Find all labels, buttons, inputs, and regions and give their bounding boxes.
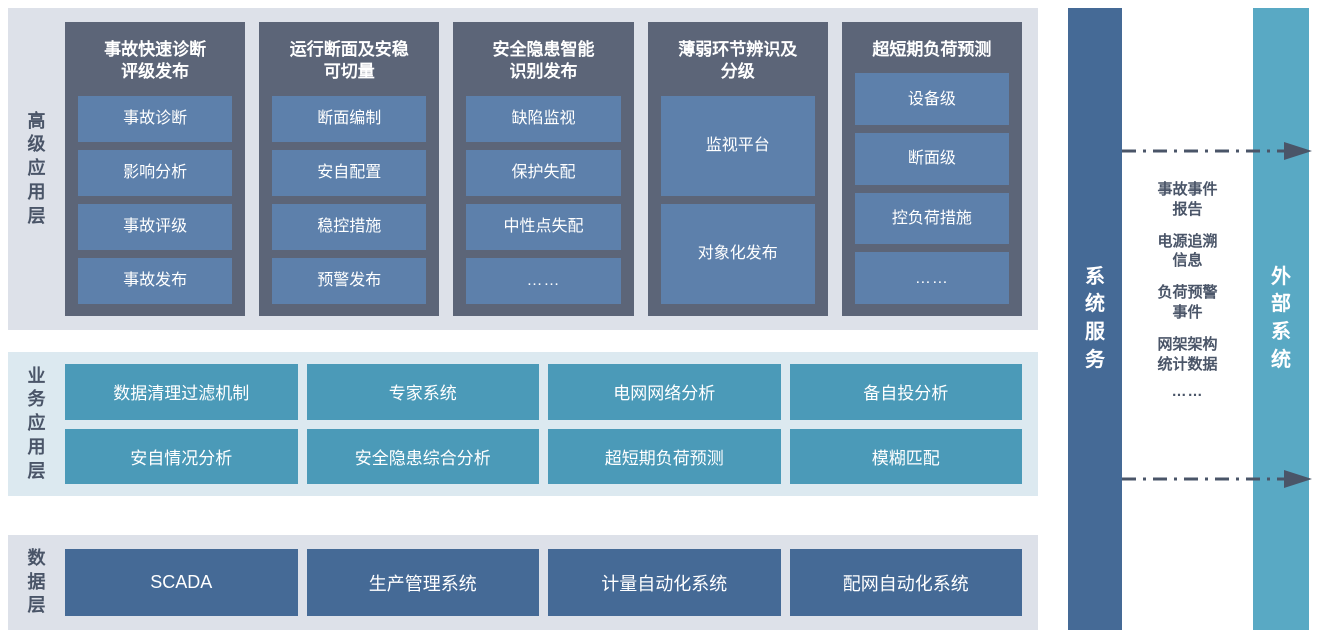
- app-item[interactable]: 稳控措施: [272, 203, 427, 250]
- business-application-layer: 业 务 应 用 层 数据清理过滤机制 专家系统 电网网络分析 备自投分析 安自情…: [8, 352, 1038, 496]
- advanced-application-layer: 高 级 应 用 层 事故快速诊断 评级发布 事故诊断 影响分析 事故评级 事故发…: [8, 8, 1038, 330]
- app-item[interactable]: 断面编制: [272, 95, 427, 142]
- app-column-load-forecast[interactable]: 超短期负荷预测 设备级 断面级 控负荷措施 ……: [841, 22, 1023, 316]
- layer-label-char: 用: [27, 436, 46, 457]
- dataflow-label-list: 事故事件 报告 电源追溯 信息 负荷预警 事件 网架架构 统计数据 ……: [1122, 180, 1253, 402]
- app-item-ellipsis[interactable]: ……: [466, 257, 621, 304]
- layer-label-char: 应: [27, 158, 46, 179]
- business-row: 数据清理过滤机制 专家系统 电网网络分析 备自投分析: [65, 364, 1022, 420]
- business-item[interactable]: 安全隐患综合分析: [306, 428, 539, 484]
- layer-label-char: 据: [27, 571, 46, 592]
- data-item-metering-automation[interactable]: 计量自动化系统: [548, 549, 781, 616]
- vbar-label-char: 系: [1271, 321, 1291, 343]
- dataflow-label: 电源追溯 信息: [1157, 232, 1218, 270]
- app-item[interactable]: 对象化发布: [660, 203, 815, 304]
- app-column-safety-hazard[interactable]: 安全隐患智能 识别发布 缺陷监视 保护失配 中性点失配 ……: [453, 22, 634, 316]
- business-item[interactable]: 安自情况分析: [65, 428, 298, 484]
- layer-label-char: 业: [27, 365, 46, 386]
- app-item[interactable]: 事故诊断: [78, 95, 233, 142]
- vbar-label-char: 统: [1271, 348, 1291, 371]
- business-item[interactable]: 超短期负荷预测: [548, 428, 781, 484]
- app-column-items: 事故诊断 影响分析 事故评级 事故发布: [78, 95, 233, 304]
- integration-panel: 系 统 服 务 外 部 系 统: [1060, 0, 1322, 638]
- layer-label-char: 层: [27, 460, 46, 481]
- data-item-distribution-automation[interactable]: 配网自动化系统: [789, 549, 1022, 616]
- vbar-label-char: 统: [1085, 293, 1105, 316]
- dataflow-label: 负荷预警 事件: [1157, 284, 1218, 321]
- layer-stack: 高 级 应 用 层 事故快速诊断 评级发布 事故诊断 影响分析 事故评级 事故发…: [8, 8, 1038, 630]
- app-column-title: 事故快速诊断 评级发布: [104, 40, 207, 82]
- business-item[interactable]: 电网网络分析: [548, 364, 781, 420]
- data-item-scada[interactable]: SCADA: [65, 549, 298, 616]
- data-layer-label: 数 据 层: [8, 535, 65, 630]
- layer-label-char: 数: [27, 547, 46, 568]
- vbar-label-char: 系: [1085, 265, 1105, 288]
- app-item[interactable]: 保护失配: [466, 149, 621, 196]
- data-layer: 数 据 层 SCADA 生产管理系统 计量自动化系统 配网自动化系统: [8, 535, 1038, 630]
- dataflow-label-ellipsis: ……: [1171, 383, 1204, 401]
- advanced-layer-label: 高 级 应 用 层: [8, 8, 65, 330]
- layer-label-char: 应: [27, 413, 46, 434]
- app-column-title: 运行断面及安稳 可切量: [289, 40, 409, 82]
- business-layer-label: 业 务 应 用 层: [8, 352, 65, 496]
- layer-label-char: 务: [27, 389, 46, 410]
- dataflow-arrow-bottom-icon: [1122, 468, 1314, 490]
- app-item[interactable]: 中性点失配: [466, 203, 621, 250]
- app-item[interactable]: 事故发布: [78, 257, 233, 304]
- layer-label-char: 层: [27, 595, 46, 616]
- app-column-weak-link[interactable]: 薄弱环节辨识及 分级 监视平台 对象化发布: [647, 22, 828, 316]
- business-item[interactable]: 模糊匹配: [789, 428, 1022, 484]
- layer-label-char: 级: [27, 134, 46, 155]
- external-system-label: 外 部 系 统: [1271, 264, 1291, 374]
- app-column-items: 监视平台 对象化发布: [660, 95, 815, 304]
- app-column-items: 断面编制 安自配置 稳控措施 预警发布: [272, 95, 427, 304]
- advanced-layer-columns: 事故快速诊断 评级发布 事故诊断 影响分析 事故评级 事故发布 运行断面及安稳 …: [65, 8, 1038, 330]
- layer-label-char: 高: [27, 110, 46, 131]
- app-column-accident-diagnosis[interactable]: 事故快速诊断 评级发布 事故诊断 影响分析 事故评级 事故发布: [65, 22, 246, 316]
- data-item-production-management[interactable]: 生产管理系统: [306, 549, 539, 616]
- system-service-bar[interactable]: 系 统 服 务: [1068, 8, 1122, 630]
- vbar-label-char: 服: [1085, 321, 1105, 343]
- app-item[interactable]: 影响分析: [78, 149, 233, 196]
- app-item[interactable]: 缺陷监视: [466, 95, 621, 142]
- business-item[interactable]: 数据清理过滤机制: [65, 364, 298, 420]
- business-item[interactable]: 专家系统: [306, 364, 539, 420]
- dataflow-label: 事故事件 报告: [1157, 181, 1218, 218]
- app-item[interactable]: 事故评级: [78, 203, 233, 250]
- layer-label-char: 层: [27, 205, 46, 226]
- vbar-label-char: 务: [1085, 348, 1105, 371]
- app-item[interactable]: 断面级: [854, 133, 1010, 185]
- app-column-items: 设备级 断面级 控负荷措施 ……: [854, 73, 1010, 304]
- app-column-operating-section[interactable]: 运行断面及安稳 可切量 断面编制 安自配置 稳控措施 预警发布: [259, 22, 440, 316]
- app-column-title: 超短期负荷预测: [872, 40, 992, 59]
- data-layer-items: SCADA 生产管理系统 计量自动化系统 配网自动化系统: [65, 535, 1038, 630]
- app-column-title: 安全隐患智能 识别发布: [492, 40, 595, 82]
- app-column-items: 缺陷监视 保护失配 中性点失配 ……: [466, 95, 621, 304]
- external-system-bar[interactable]: 外 部 系 统: [1253, 8, 1309, 630]
- system-service-label: 系 统 服 务: [1085, 264, 1105, 374]
- app-item[interactable]: 监视平台: [660, 95, 815, 196]
- app-item-ellipsis[interactable]: ……: [854, 252, 1010, 304]
- business-item[interactable]: 备自投分析: [789, 364, 1022, 420]
- app-item[interactable]: 安自配置: [272, 149, 427, 196]
- app-item[interactable]: 控负荷措施: [854, 192, 1010, 245]
- vbar-label-char: 外: [1271, 265, 1291, 288]
- app-item[interactable]: 设备级: [854, 73, 1010, 126]
- layer-label-char: 用: [27, 181, 46, 202]
- dataflow-label: 网架架构 统计数据: [1157, 335, 1218, 373]
- business-row: 安自情况分析 安全隐患综合分析 超短期负荷预测 模糊匹配: [65, 428, 1022, 484]
- business-layer-rows: 数据清理过滤机制 专家系统 电网网络分析 备自投分析 安自情况分析 安全隐患综合…: [65, 352, 1038, 496]
- vbar-label-char: 部: [1271, 293, 1291, 316]
- app-item[interactable]: 预警发布: [272, 257, 427, 304]
- dataflow-arrow-top-icon: [1122, 140, 1314, 162]
- app-column-title: 薄弱环节辨识及 分级: [678, 40, 798, 82]
